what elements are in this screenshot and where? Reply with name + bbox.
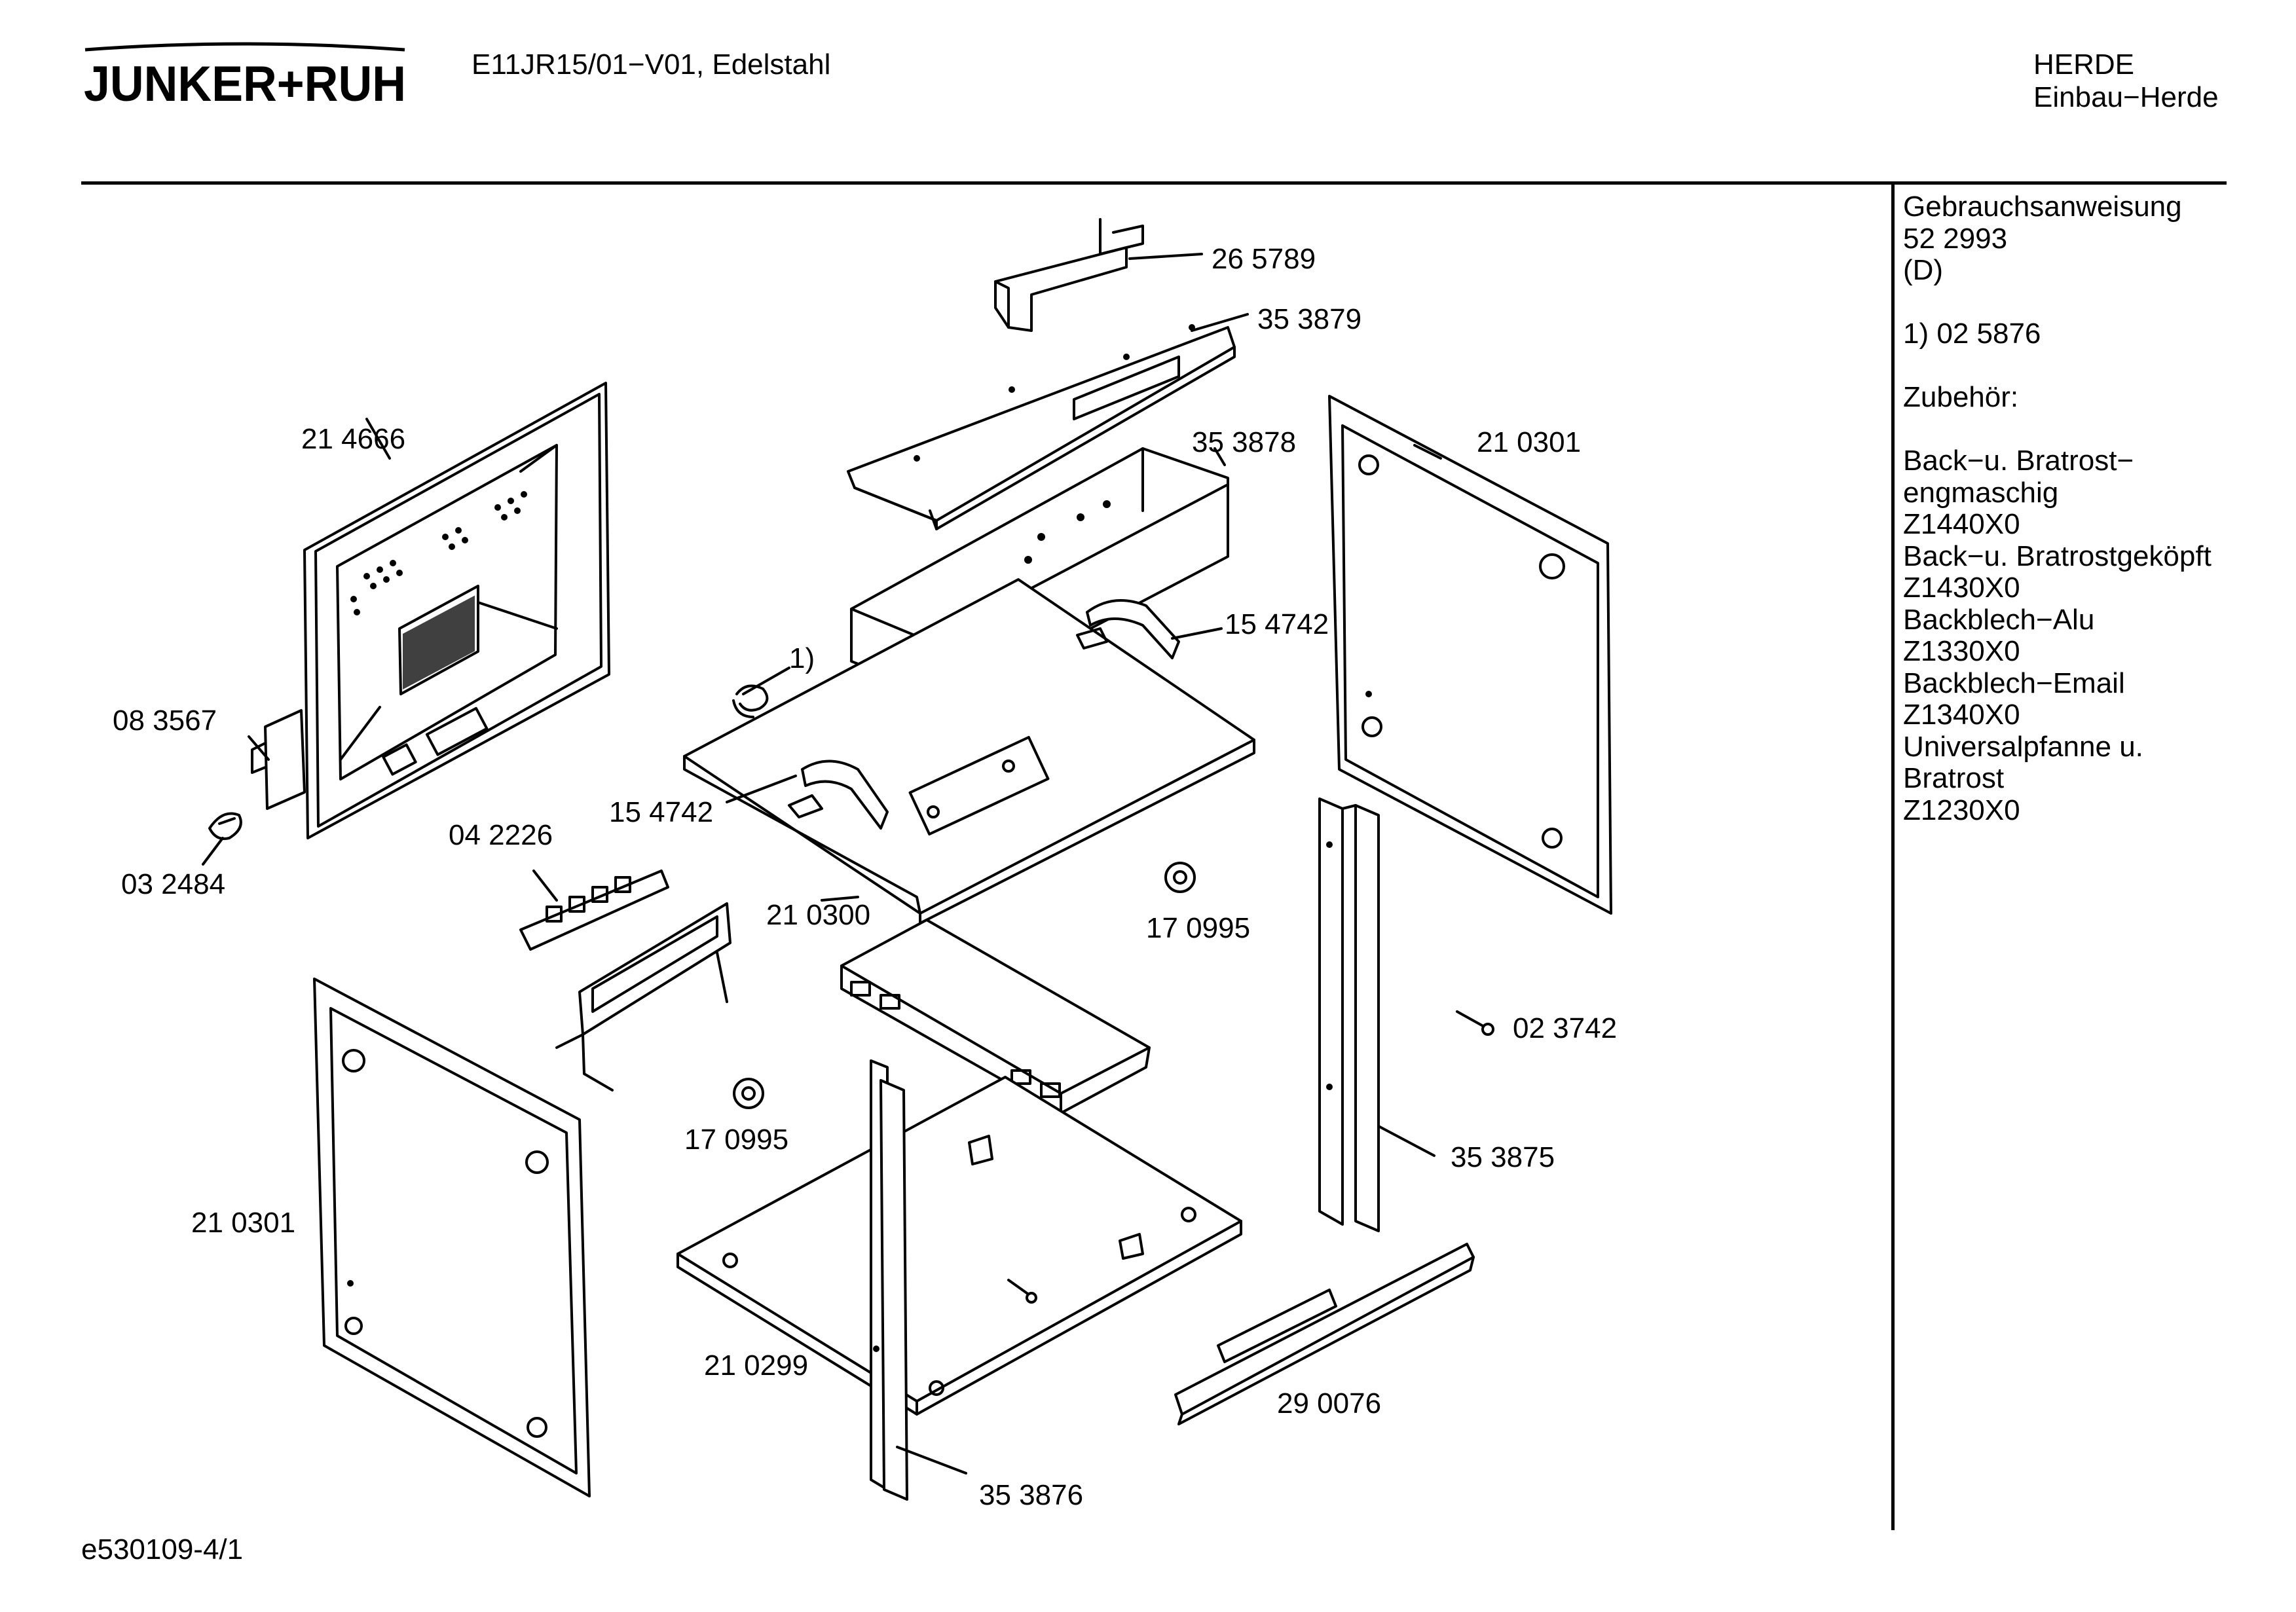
part-side-panel-210301-right (1328, 395, 1612, 915)
label-353879: 35 3879 (1257, 303, 1361, 335)
part-tray-middle (840, 919, 1151, 1114)
sidebar-line: Back−u. Bratrost− (1903, 445, 2134, 477)
sidebar-line: Z1330X0 (1903, 635, 2020, 667)
label-210299: 21 0299 (704, 1349, 808, 1382)
label-ref-1: 1) (789, 642, 815, 674)
part-top-cover-353879 (847, 324, 1236, 530)
sidebar-line: engmaschig (1903, 476, 2059, 509)
label-083567: 08 3567 (113, 705, 217, 737)
sidebar-line: Zubehör: (1903, 381, 2019, 413)
sidebar-line: Backblech−Alu (1903, 603, 2095, 636)
part-rail-353876 (870, 1059, 908, 1501)
sidebar-line: Z1230X0 (1903, 794, 2020, 826)
part-clip-ref-1 (732, 684, 769, 718)
label-210301-left: 21 0301 (191, 1207, 295, 1239)
label-170995-left: 17 0995 (684, 1124, 788, 1156)
part-clip-170995-right (1164, 862, 1196, 893)
label-023742: 02 3742 (1513, 1012, 1617, 1044)
label-154742-lower: 15 4742 (609, 796, 713, 828)
label-353878: 35 3878 (1192, 426, 1296, 458)
label-042226: 04 2226 (449, 819, 553, 851)
sidebar-spacer (1903, 287, 2270, 319)
part-handle-154742-upper (1086, 599, 1180, 659)
category-title: HERDE Einbau−Herde (2033, 48, 2219, 114)
model-title: E11JR15/01−V01, Edelstahl (472, 48, 831, 81)
sidebar-divider (1891, 185, 1895, 1530)
sidebar-line: Z1430X0 (1903, 572, 2020, 604)
sidebar-line: Back−u. Bratrostgeköpft (1903, 540, 2212, 572)
part-plate-210299 (676, 1076, 1242, 1416)
sidebar-info: Gebrauchsanweisung 52 2993 (D) 1) 02 587… (1903, 191, 2270, 826)
sidebar-line: Z1440X0 (1903, 508, 2020, 540)
leader-lines (202, 253, 1442, 1475)
part-control-frame (555, 902, 731, 1091)
label-032484: 03 2484 (121, 868, 225, 900)
part-terminal-strip-042226 (519, 870, 669, 951)
part-rail-353875 (1318, 797, 1380, 1232)
label-170995-right: 17 0995 (1146, 912, 1250, 944)
label-214666: 21 4666 (301, 423, 405, 455)
svg-text:JUNKER+RUH: JUNKER+RUH (84, 56, 406, 110)
sidebar-spacer (1903, 350, 2270, 382)
label-353875: 35 3875 (1451, 1141, 1555, 1173)
sidebar-line: (D) (1903, 254, 1944, 286)
sidebar-line: 1) 02 5876 (1903, 318, 2041, 350)
exploded-view-drawing: 26 5789 35 3879 35 3878 21 0301 21 4666 … (113, 218, 1617, 1511)
part-screw-023742 (1456, 1010, 1494, 1036)
sidebar-line: 52 2993 (1903, 222, 2008, 255)
label-290076: 29 0076 (1277, 1387, 1381, 1420)
label-210301-right: 21 0301 (1477, 426, 1581, 458)
part-plate-083567 (251, 709, 306, 810)
sidebar-line: Gebrauchsanweisung (1903, 191, 2182, 223)
part-plate-210300 (683, 578, 1255, 925)
sidebar-line: Bratrost (1903, 762, 2005, 794)
junker-ruh-logo: JUNKER+RUH (84, 42, 406, 110)
category-line-2: Einbau−Herde (2033, 81, 2219, 113)
category-line-1: HERDE (2033, 48, 2135, 81)
part-knob-032484 (208, 812, 242, 840)
part-side-panel-210301-left (313, 978, 591, 1497)
label-210300: 21 0300 (766, 899, 870, 931)
sidebar-line: Backblech−Email (1903, 667, 2125, 699)
sidebar-line: Universalpfanne u. (1903, 730, 2143, 763)
label-265789: 26 5789 (1212, 243, 1316, 275)
drawing-code: e530109-4/1 (81, 1533, 244, 1566)
label-154742-upper: 15 4742 (1225, 608, 1329, 640)
header-divider (81, 181, 2227, 185)
part-back-panel-214666 (303, 382, 610, 839)
sidebar-spacer (1903, 414, 2270, 446)
sidebar-line: Z1340X0 (1903, 699, 2020, 731)
part-trim-290076 (1174, 1243, 1475, 1425)
part-clip-170995-left (733, 1078, 764, 1109)
part-handle-154742-lower (801, 760, 889, 830)
label-353876: 35 3876 (979, 1479, 1083, 1511)
part-bracket-265789 (994, 218, 1144, 332)
